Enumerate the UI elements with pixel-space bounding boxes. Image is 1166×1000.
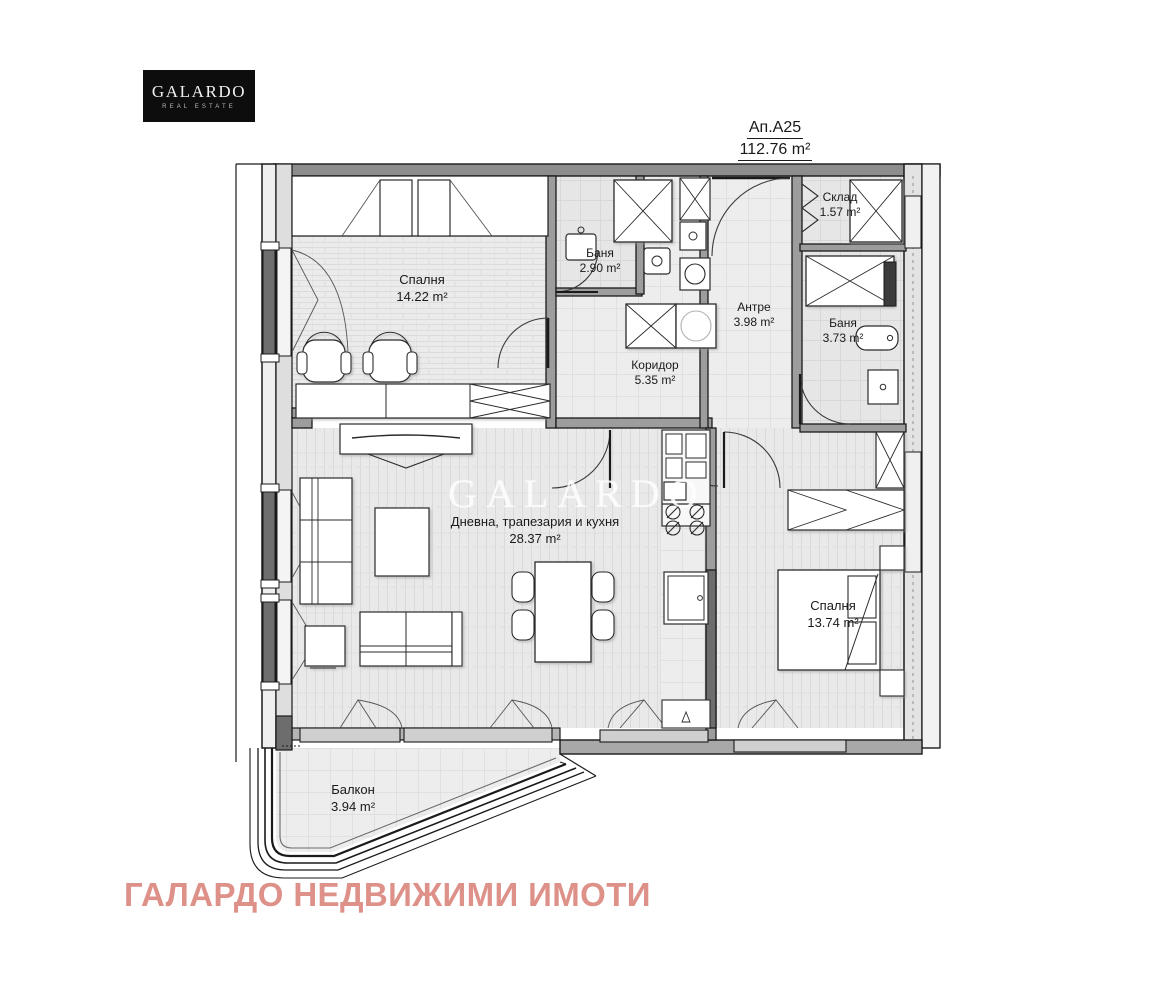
apartment-title: Ап.А25 112.76 m² — [705, 118, 845, 161]
apartment-number: Ап.А25 — [746, 118, 804, 139]
floor-fills — [276, 172, 904, 852]
bathroom-2-fixtures — [805, 255, 899, 405]
corridor-closet — [625, 303, 717, 349]
bathroom-1-fixtures — [565, 177, 711, 291]
kitchen-units — [661, 429, 711, 729]
brand-logo: GALARDO REAL ESTATE — [143, 70, 255, 122]
storage-shelves — [801, 179, 903, 243]
bottom-watermark: ГАЛАРДО НЕДВИЖИМИ ИМОТИ — [124, 876, 651, 913]
bedroom-2-furniture — [777, 431, 906, 697]
outer-edges — [922, 164, 941, 749]
logo-wordmark: GALARDO — [151, 81, 247, 101]
apartment-total-area: 112.76 m² — [737, 140, 813, 161]
bedroom-1-furniture — [295, 331, 551, 419]
windows — [260, 175, 922, 753]
doors — [497, 176, 851, 489]
living-room-furniture — [299, 423, 615, 669]
balcony-outline — [249, 745, 597, 879]
logo-tagline: REAL ESTATE — [162, 103, 236, 110]
